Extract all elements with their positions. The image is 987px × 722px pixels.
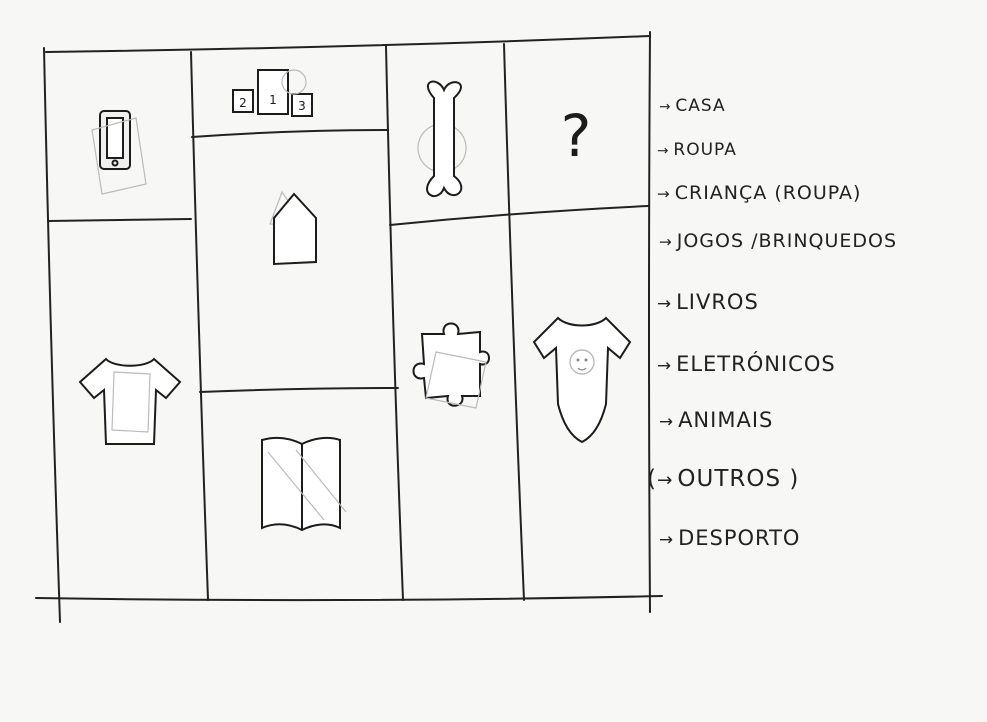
legend-label: CRIANÇA (ROUPA) <box>675 182 862 204</box>
legend-label: ELETRÓNICOS <box>676 352 836 376</box>
legend-label: ROUPA <box>673 140 736 160</box>
podium-place-1: 1 <box>269 93 277 107</box>
onesie-icon <box>514 208 650 598</box>
legend-item-eletronicos[interactable]: →ELETRÓNICOS <box>657 352 836 376</box>
arrow-icon: → <box>657 470 673 491</box>
arrow-icon: → <box>657 355 672 375</box>
arrow-icon: → <box>659 529 674 549</box>
category-tile-books[interactable] <box>206 390 402 600</box>
legend-label: ANIMAIS <box>678 408 773 432</box>
podium-place-2: 2 <box>239 96 247 110</box>
arrow-icon: → <box>657 185 671 203</box>
legend-item-animais[interactable]: →ANIMAIS <box>659 408 773 432</box>
category-tile-electronics[interactable] <box>50 56 190 216</box>
podium-icon: 2 1 3 <box>194 52 386 134</box>
legend-label: LIVROS <box>676 290 759 314</box>
category-tile-clothes[interactable] <box>50 222 206 598</box>
legend-item-crianca[interactable]: →CRIANÇA (ROUPA) <box>657 182 861 204</box>
category-tile-others[interactable]: ? <box>508 44 648 208</box>
tshirt-icon <box>50 222 206 598</box>
arrow-icon: → <box>659 233 673 251</box>
legend-label: DESPORTO <box>678 526 800 550</box>
category-tile-home[interactable] <box>196 134 394 388</box>
question-icon: ? <box>508 44 648 208</box>
legend-label: CASA <box>675 96 725 116</box>
legend-item-casa[interactable]: →CASA <box>659 96 726 116</box>
legend-item-desporto[interactable]: →DESPORTO <box>659 526 800 550</box>
legend-item-roupa[interactable]: →ROUPA <box>657 140 737 160</box>
podium-place-3: 3 <box>298 99 306 113</box>
legend-label: OUTROS ) <box>677 466 799 492</box>
house-icon <box>196 134 394 388</box>
arrow-icon: → <box>659 411 674 431</box>
phone-icon <box>50 56 190 216</box>
arrow-icon: → <box>657 293 672 313</box>
legend-item-livros[interactable]: →LIVROS <box>657 290 759 314</box>
question-mark: ? <box>561 102 592 170</box>
legend-item-jogos[interactable]: →JOGOS /BRINQUEDOS <box>659 230 897 252</box>
category-tile-kids-clothes[interactable] <box>514 208 650 598</box>
arrow-icon: → <box>659 99 671 115</box>
book-icon <box>206 390 402 600</box>
paren-open: ( <box>647 466 657 492</box>
category-tile-animals[interactable] <box>388 48 504 222</box>
arrow-icon: → <box>657 143 669 159</box>
legend-label: JOGOS /BRINQUEDOS <box>677 230 897 252</box>
category-tile-sports[interactable]: 2 1 3 <box>194 52 386 134</box>
legend-item-outros[interactable]: (→OUTROS ) <box>647 466 799 492</box>
bone-icon <box>388 48 504 222</box>
category-tile-toys[interactable] <box>396 212 512 598</box>
puzzle-icon <box>396 212 512 598</box>
